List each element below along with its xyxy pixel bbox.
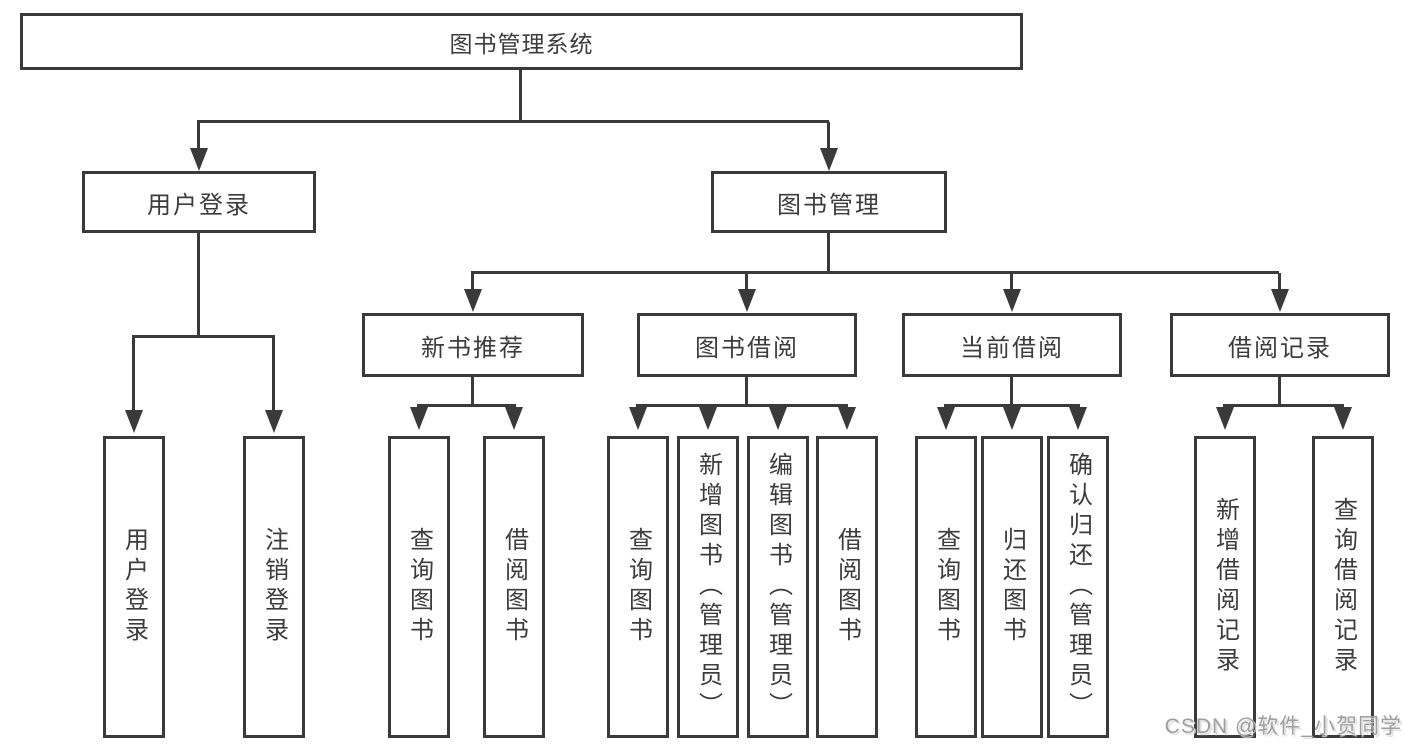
connector-line (132, 335, 275, 338)
arrow-down-icon (1271, 289, 1289, 312)
arrow-down-icon (190, 148, 208, 171)
connector-line (745, 273, 748, 290)
leaf-br-query-record: 查询借阅记录 (1312, 436, 1374, 738)
connector-line (197, 120, 829, 123)
arrow-down-icon (265, 410, 283, 433)
arrow-down-icon (738, 289, 756, 312)
connector-line (827, 122, 830, 150)
connector-line (471, 377, 474, 406)
watermark: CSDN @软件_小贺同学 (1164, 715, 1402, 738)
connector-line (1278, 273, 1281, 290)
arrow-down-icon (820, 148, 838, 171)
arrow-down-icon (505, 407, 523, 430)
leaf-bb-add-books-admin: 新增图书（管理员） (677, 436, 739, 738)
node-book-borrowing: 图书借阅 (637, 313, 857, 377)
leaf-nbr-query-books: 查询图书 (388, 436, 450, 738)
connector-line (471, 271, 1279, 274)
leaf-cb-confirm-return-admin: 确认归还（管理员） (1047, 436, 1109, 738)
connector-line (519, 70, 522, 120)
arrow-down-icon (838, 407, 856, 430)
leaf-cb-query-books: 查询图书 (915, 436, 977, 738)
leaf-bb-edit-books-admin: 编辑图书（管理员） (747, 436, 809, 738)
connector-line (944, 404, 1080, 407)
leaf-logout: 注销登录 (243, 436, 305, 738)
arrow-down-icon (1069, 407, 1087, 430)
connector-line (471, 273, 474, 290)
connector-line (272, 337, 275, 411)
leaf-cb-return-books: 归还图书 (981, 436, 1043, 738)
arrow-down-icon (464, 289, 482, 312)
connector-line (827, 233, 830, 271)
node-new-book-recommendation: 新书推荐 (362, 313, 584, 377)
node-library-management-system: 图书管理系统 (20, 13, 1023, 70)
arrow-down-icon (629, 407, 647, 430)
connector-line (1278, 377, 1281, 406)
connector-line (1010, 273, 1013, 290)
arrow-down-icon (937, 407, 955, 430)
arrow-down-icon (769, 407, 787, 430)
arrow-down-icon (1216, 407, 1234, 430)
node-book-management: 图书管理 (711, 171, 947, 233)
node-borrowing-records: 借阅记录 (1170, 313, 1390, 377)
leaf-bb-borrow-books: 借阅图书 (816, 436, 878, 738)
connector-line (197, 233, 200, 335)
connector-line (636, 404, 848, 407)
leaf-bb-query-books: 查询图书 (607, 436, 669, 738)
arrow-down-icon (410, 407, 428, 430)
leaf-user-login: 用户登录 (103, 436, 165, 738)
arrow-down-icon (1003, 407, 1021, 430)
node-user-login: 用户登录 (82, 171, 316, 233)
leaf-nbr-borrow-books: 借阅图书 (483, 436, 545, 738)
leaf-br-add-record: 新增借阅记录 (1194, 436, 1256, 738)
connector-line (132, 337, 135, 411)
arrow-down-icon (1003, 289, 1021, 312)
connector-line (197, 122, 200, 150)
node-current-borrowing: 当前借阅 (902, 313, 1122, 377)
arrow-down-icon (125, 410, 143, 433)
arrow-down-icon (1334, 407, 1352, 430)
arrow-down-icon (699, 407, 717, 430)
connector-line (1223, 404, 1344, 407)
connector-line (417, 404, 516, 407)
connector-line (745, 377, 748, 406)
connector-line (1010, 377, 1013, 406)
